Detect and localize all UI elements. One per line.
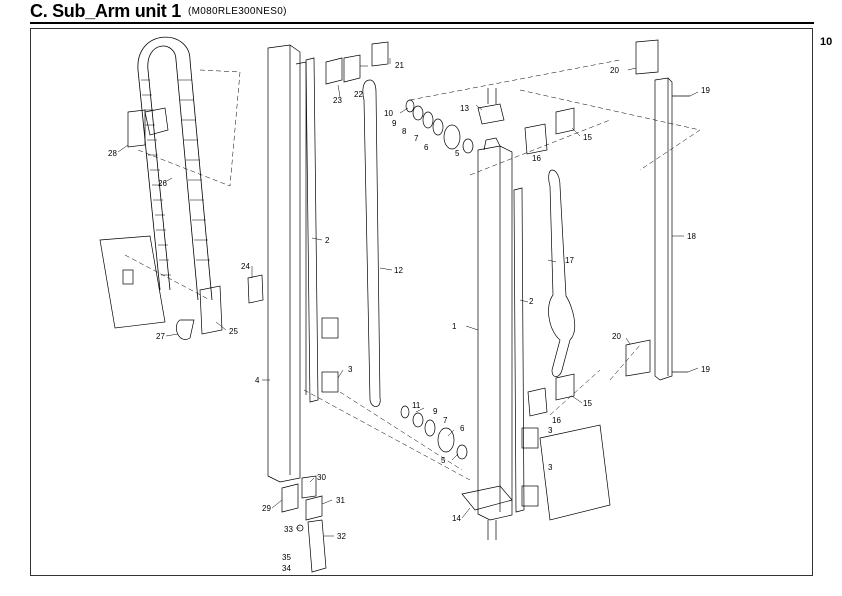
bracket-16-lower <box>527 387 548 417</box>
title-bar: C. Sub_Arm unit 1 (M080RLE300NES0) <box>30 0 814 22</box>
guide-32 <box>307 519 327 573</box>
callout-7: 7 <box>443 416 448 425</box>
washer-9 <box>412 105 424 121</box>
bearing-7b <box>424 419 436 437</box>
callout-1: 1 <box>452 322 457 331</box>
block-3-left-lower <box>321 371 339 393</box>
bracket-15-upper <box>555 107 575 135</box>
callout-21: 21 <box>395 61 404 70</box>
rail-2-left <box>305 57 319 403</box>
frame-1 <box>477 145 513 521</box>
callout-19: 19 <box>701 86 710 95</box>
model-code: (M080RLE300NES0) <box>188 6 287 17</box>
callout-3: 3 <box>548 426 553 435</box>
bearing-7 <box>432 118 444 136</box>
callout-22: 22 <box>354 90 363 99</box>
bracket-24 <box>247 274 264 304</box>
drawing-frame <box>30 28 813 576</box>
callout-labels: 1 2 2 3 3 3 4 5 5 6 6 7 7 8 9 9 10 11 12… <box>108 61 710 573</box>
bracket-31 <box>305 495 323 521</box>
callout-9: 9 <box>433 407 438 416</box>
callout-19: 19 <box>701 365 710 374</box>
page-number: 10 <box>820 36 833 48</box>
callout-14: 14 <box>452 514 461 523</box>
callout-5: 5 <box>441 456 446 465</box>
callout-2: 2 <box>529 297 534 306</box>
callout-17: 17 <box>565 256 574 265</box>
block-3-left-upper <box>321 317 339 339</box>
callout-7: 7 <box>414 134 419 143</box>
callout-6: 6 <box>424 143 429 152</box>
bracket-21 <box>371 41 389 67</box>
callout-20: 20 <box>612 332 621 341</box>
callout-31: 31 <box>336 496 345 505</box>
washer-9b <box>412 412 424 428</box>
callout-25: 25 <box>229 327 238 336</box>
bracket-23 <box>325 57 343 85</box>
shaft-11 <box>400 405 410 419</box>
callout-15: 15 <box>583 133 592 142</box>
callout-11: 11 <box>412 401 421 410</box>
bracket-25 <box>199 285 223 335</box>
callout-18: 18 <box>687 232 696 241</box>
callout-28: 28 <box>108 149 117 158</box>
belt-17 <box>548 169 576 378</box>
callout-34: 34 <box>282 564 291 573</box>
block-3-right-upper <box>521 427 539 449</box>
callout-3: 3 <box>348 365 353 374</box>
callout-9: 9 <box>392 119 397 128</box>
callout-29: 29 <box>262 504 271 513</box>
bracket-16-upper <box>524 123 548 155</box>
bracket-20-lower <box>625 339 651 377</box>
callout-26: 26 <box>158 179 167 188</box>
bearing-8 <box>422 111 434 129</box>
callout-13: 13 <box>460 104 469 113</box>
bracket-29 <box>281 483 299 513</box>
callout-30: 30 <box>317 473 326 482</box>
clamp-27 <box>176 319 195 340</box>
callout-23: 23 <box>333 96 342 105</box>
callout-2: 2 <box>325 236 330 245</box>
mounting-plate-left <box>99 235 166 329</box>
bracket-13 <box>477 103 505 125</box>
callout-27: 27 <box>156 332 165 341</box>
rail-2-right <box>513 187 525 513</box>
spacer-5b <box>456 444 468 460</box>
leader-lines <box>117 58 699 537</box>
bracket-30 <box>301 475 317 499</box>
callout-15: 15 <box>583 399 592 408</box>
callout-3: 3 <box>548 463 553 472</box>
callout-35: 35 <box>282 553 291 562</box>
callout-16: 16 <box>552 416 561 425</box>
callout-5: 5 <box>455 149 460 158</box>
shaft-10 <box>405 99 415 113</box>
bracket-28 <box>127 109 146 148</box>
guide-lines <box>124 59 701 481</box>
callout-6: 6 <box>460 424 465 433</box>
page-title: C. Sub_Arm unit 1 <box>30 1 181 21</box>
belt-12 <box>362 79 381 407</box>
bracket-20-upper <box>635 39 659 75</box>
callout-20: 20 <box>610 66 619 75</box>
callout-24: 24 <box>241 262 250 271</box>
bracket-15-lower <box>555 373 575 401</box>
frame-4 <box>267 44 301 483</box>
spacer-5 <box>462 138 474 154</box>
pulley-6 <box>443 124 461 150</box>
cable-chain <box>137 36 213 301</box>
mounting-plate-right <box>539 424 611 521</box>
callout-8: 8 <box>402 127 407 136</box>
pulley-6b <box>437 427 455 453</box>
block-3-right-lower <box>521 485 539 507</box>
callout-4: 4 <box>255 376 260 385</box>
callout-12: 12 <box>394 266 403 275</box>
title-rule <box>30 22 814 24</box>
callout-32: 32 <box>337 532 346 541</box>
bracket-14 <box>461 485 513 511</box>
callout-33: 33 <box>284 525 293 534</box>
callout-10: 10 <box>384 109 393 118</box>
bracket-22 <box>343 54 361 83</box>
callout-16: 16 <box>532 154 541 163</box>
